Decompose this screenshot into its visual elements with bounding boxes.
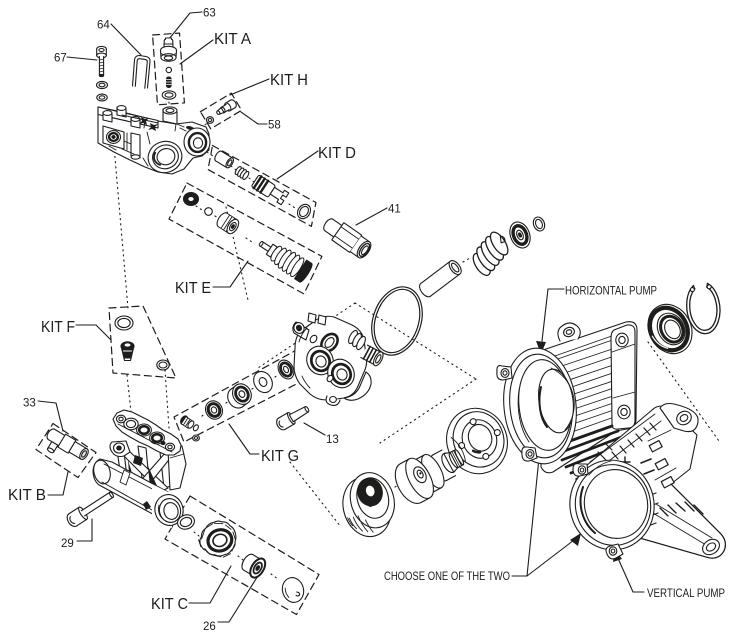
svg-text:58: 58 [268,120,281,132]
svg-text:HORIZONTAL PUMP: HORIZONTAL PUMP [565,284,657,298]
svg-text:KIT E: KIT E [175,280,211,297]
svg-text:CHOOSE ONE OF THE TWO: CHOOSE ONE OF THE TWO [384,569,510,583]
svg-text:KIT G: KIT G [261,448,299,465]
svg-text:VERTICAL PUMP: VERTICAL PUMP [647,586,725,600]
svg-text:13: 13 [326,434,339,446]
svg-text:KIT D: KIT D [318,145,356,162]
svg-text:KIT H: KIT H [270,72,308,89]
svg-text:KIT F: KIT F [41,319,75,336]
svg-text:64: 64 [97,20,110,32]
svg-text:KIT A: KIT A [214,31,252,48]
svg-text:67: 67 [54,53,67,65]
svg-text:26: 26 [203,621,216,633]
svg-text:KIT B: KIT B [8,487,46,504]
svg-text:KIT C: KIT C [151,596,188,613]
svg-text:33: 33 [23,398,36,410]
svg-text:29: 29 [61,538,74,550]
svg-text:63: 63 [203,8,216,20]
svg-text:41: 41 [388,204,401,216]
